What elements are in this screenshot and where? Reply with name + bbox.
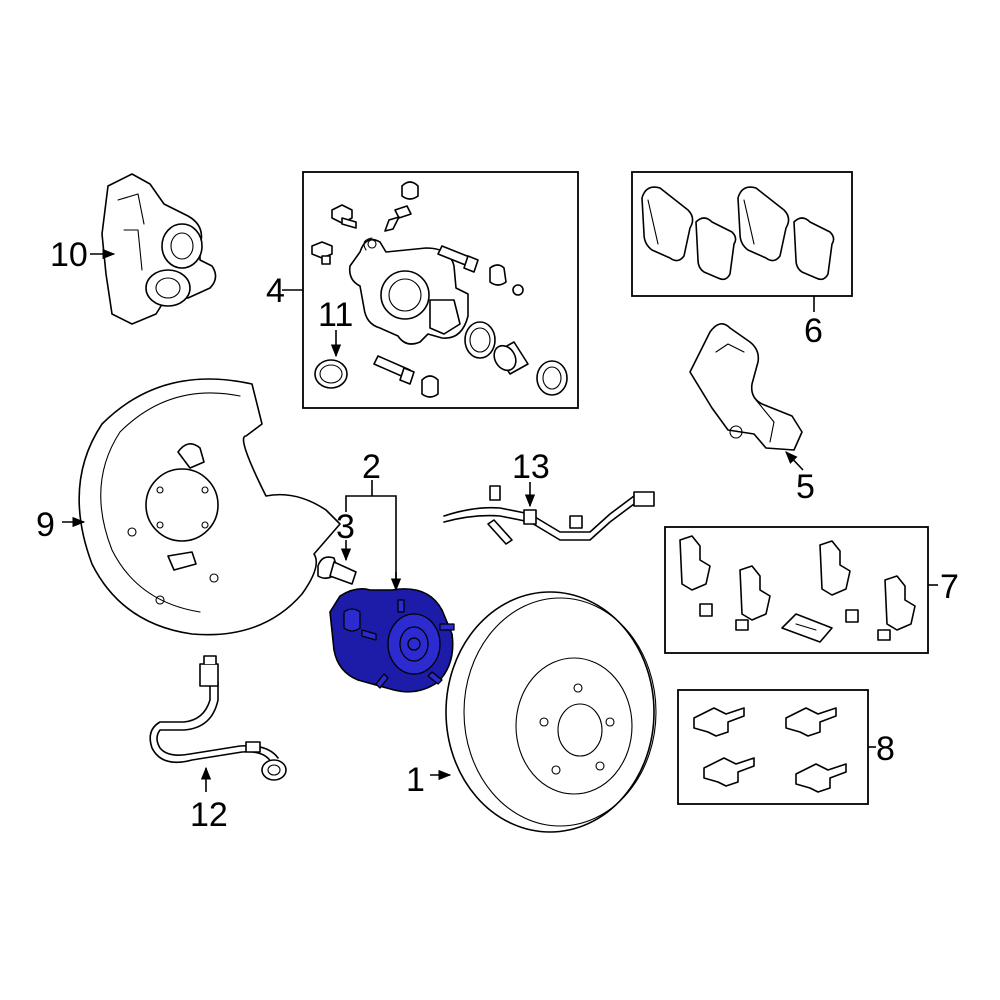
caliper-bracket[interactable]	[689, 323, 803, 451]
callout-8[interactable]: 8	[876, 730, 895, 768]
clips-box	[677, 689, 869, 805]
leader-2	[345, 480, 397, 588]
pad-hardware[interactable]	[679, 535, 916, 643]
dust-shield[interactable]	[78, 378, 341, 636]
callout-4[interactable]: 4	[266, 272, 285, 310]
parking-brake-actuator[interactable]	[101, 173, 217, 325]
callout-5[interactable]: 5	[796, 468, 815, 506]
abs-sensor[interactable]	[443, 485, 655, 545]
pads-box	[631, 171, 853, 297]
callout-1[interactable]: 1	[406, 761, 425, 799]
leader-5	[785, 451, 804, 471]
callout-9[interactable]: 9	[36, 506, 55, 544]
callout-3[interactable]: 3	[336, 508, 355, 546]
hub-bolt[interactable]	[317, 556, 357, 585]
brake-pads[interactable]	[641, 186, 835, 281]
caliper-assembly[interactable]	[311, 181, 568, 398]
brake-rotor[interactable]	[445, 591, 657, 833]
callout-11[interactable]: 11	[318, 296, 353, 334]
pad-hardware-box	[664, 526, 929, 654]
callout-7[interactable]: 7	[940, 568, 959, 606]
callout-2[interactable]: 2	[362, 448, 381, 486]
callout-10[interactable]: 10	[50, 236, 88, 274]
callout-6[interactable]: 6	[804, 312, 823, 350]
callout-13[interactable]: 13	[512, 448, 550, 486]
brake-hose[interactable]	[149, 655, 287, 781]
callout-12[interactable]: 12	[190, 796, 228, 834]
pad-clips[interactable]	[693, 707, 847, 793]
hub-bearing-assembly[interactable]	[329, 588, 455, 693]
